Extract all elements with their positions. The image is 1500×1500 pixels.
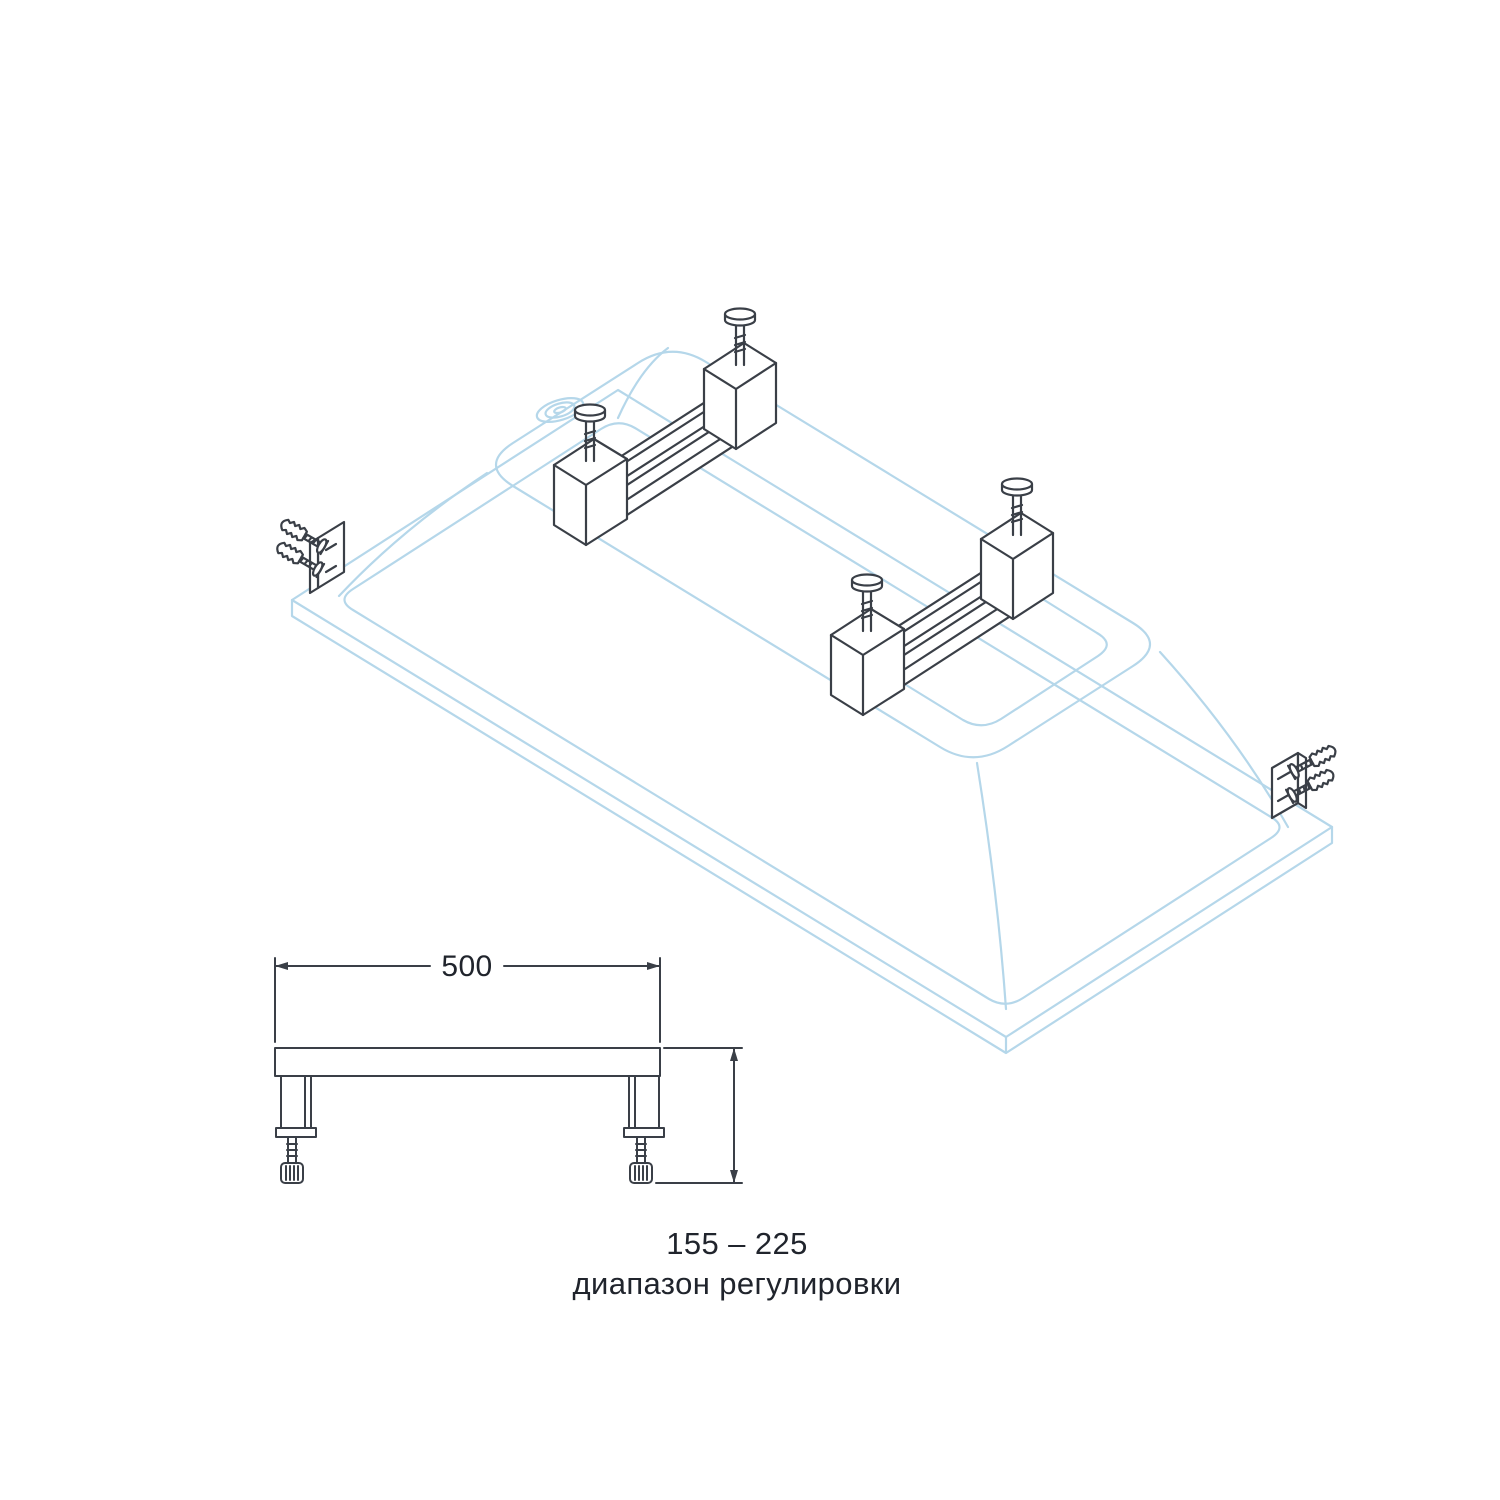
wall-anchor-bracket-left xyxy=(273,515,346,595)
frame-bar-side-view xyxy=(274,1047,661,1077)
arrowhead-right xyxy=(647,962,660,970)
wall-anchor-bracket-right xyxy=(1270,741,1340,820)
tub-rim-outer-edge xyxy=(290,388,1334,1039)
leg-frame-assembly-rear xyxy=(829,477,1055,717)
height-dimension: 155 – 225 диапазон регулировки xyxy=(572,1047,901,1301)
drain-ring xyxy=(553,405,567,415)
width-dimension-label: 500 xyxy=(441,950,492,983)
tub-wall-edge xyxy=(337,471,489,598)
dimension-extension-lines xyxy=(274,957,661,1043)
arrowhead-top xyxy=(730,1048,738,1061)
tub-rim-inner-edge xyxy=(343,422,1281,1005)
adjustable-foot xyxy=(280,1162,304,1184)
width-dimension: 500 xyxy=(274,950,661,1043)
dimension-extension-lines xyxy=(655,1047,743,1184)
adjustable-foot-ribs xyxy=(634,1165,648,1181)
leg-body xyxy=(280,1075,312,1129)
bracket-plate xyxy=(1270,751,1300,820)
tub-wall-edge xyxy=(1158,650,1290,829)
tub-rim-thickness xyxy=(290,598,1334,1055)
threaded-stem xyxy=(635,1136,647,1164)
drain-hole xyxy=(535,397,585,423)
leg-foot-plate xyxy=(623,1127,665,1138)
drain-ring xyxy=(535,397,585,423)
bracket-slots xyxy=(324,542,338,574)
frame-dimension-drawing: 500 155 – 225 диапазон регулировки xyxy=(274,950,901,1301)
tub-bottom-surface xyxy=(495,350,1151,759)
leg-frame-assembly-front xyxy=(552,307,778,547)
arrowhead-left xyxy=(275,962,288,970)
bracket-plate xyxy=(316,520,346,590)
arrowhead-bottom xyxy=(730,1170,738,1183)
tub-wall-edge xyxy=(616,346,670,420)
tub-wall-edge xyxy=(975,761,1008,1011)
leg-body xyxy=(628,1075,660,1129)
adjustable-foot xyxy=(629,1162,653,1184)
height-range-label: 155 – 225 xyxy=(666,1226,808,1261)
leg-foot-plate xyxy=(275,1127,317,1138)
frame-leg-left xyxy=(275,1075,317,1184)
frame-leg-right xyxy=(623,1075,665,1184)
threaded-stem xyxy=(286,1136,298,1164)
adjustable-foot-ribs xyxy=(285,1165,299,1181)
mounting-hardware xyxy=(273,307,1340,820)
drain-ring xyxy=(544,401,576,419)
height-range-caption: диапазон регулировки xyxy=(572,1266,901,1301)
bathtub-outline xyxy=(290,346,1334,1055)
